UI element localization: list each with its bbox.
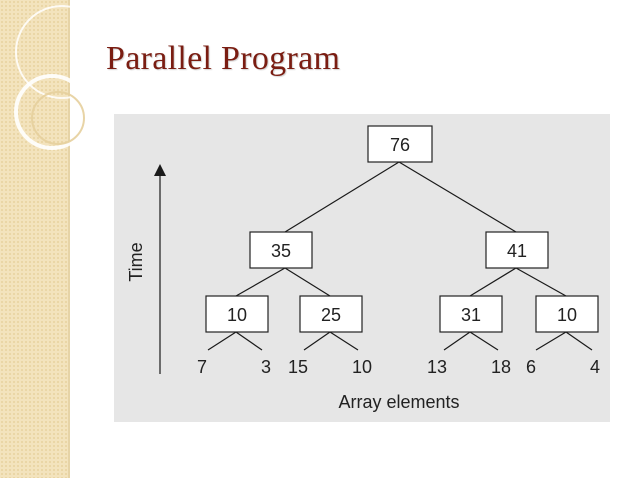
tree-node-left-mid: 35 xyxy=(249,231,313,269)
decorative-circles xyxy=(14,5,109,150)
tree-node-root: 76 xyxy=(367,125,433,163)
edge-right-rr xyxy=(515,267,567,297)
deco-circle-bottom xyxy=(14,74,90,150)
leaf-value: 10 xyxy=(352,357,372,377)
edge-root-right xyxy=(398,161,517,233)
leaf-value: 18 xyxy=(491,357,511,377)
tree-diagram: Time 76 35 41 xyxy=(126,125,600,412)
deco-circle-top xyxy=(15,5,109,99)
node-value: 41 xyxy=(507,241,527,261)
tree-node-ll: 10 xyxy=(205,295,269,333)
leaf-value: 7 xyxy=(197,357,207,377)
leaf-value: 4 xyxy=(590,357,600,377)
tree-node-right-mid: 41 xyxy=(485,231,549,269)
node-value: 31 xyxy=(461,305,481,325)
side-band-edge xyxy=(68,0,70,478)
edge-left-lr xyxy=(284,267,331,297)
slide-title: Parallel Program xyxy=(106,40,341,77)
tree-diagram-panel: Time 76 35 41 xyxy=(114,114,610,422)
node-value: 10 xyxy=(227,305,247,325)
array-elements-label: Array elements xyxy=(338,392,459,412)
edge-ll-leaf2 xyxy=(235,331,263,351)
node-value: 35 xyxy=(271,241,291,261)
edge-ll-leaf1 xyxy=(207,331,237,351)
tree-node-rl: 31 xyxy=(439,295,503,333)
edge-rl-leaf5 xyxy=(443,331,471,351)
node-value: 10 xyxy=(557,305,577,325)
leaf-value: 13 xyxy=(427,357,447,377)
tree-node-lr: 25 xyxy=(299,295,363,333)
edge-rl-leaf6 xyxy=(469,331,499,351)
edge-root-left xyxy=(284,161,400,233)
node-value: 25 xyxy=(321,305,341,325)
edge-rr-leaf7 xyxy=(535,331,567,351)
leaf-value: 6 xyxy=(526,357,536,377)
node-value: 76 xyxy=(390,135,410,155)
edge-lr-leaf3 xyxy=(303,331,331,351)
edge-left-ll xyxy=(235,267,286,297)
edge-rr-leaf8 xyxy=(565,331,593,351)
leaf-value: 3 xyxy=(261,357,271,377)
edge-lr-leaf4 xyxy=(329,331,359,351)
edge-right-rl xyxy=(469,267,517,297)
time-axis-label: Time xyxy=(126,242,146,281)
tree-node-rr: 10 xyxy=(535,295,599,333)
deco-circle-inner xyxy=(31,91,85,145)
leaf-value: 15 xyxy=(288,357,308,377)
